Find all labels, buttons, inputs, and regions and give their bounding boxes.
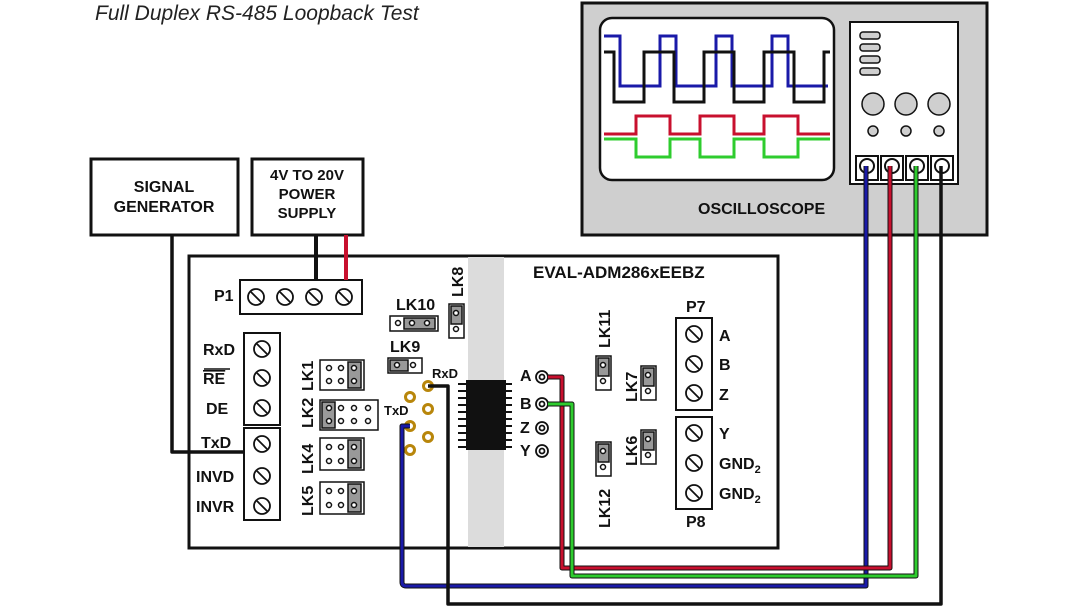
transceiver-ic [458, 380, 512, 450]
scope-knobs [861, 92, 951, 137]
txd-pad-label: TxD [384, 403, 409, 418]
signal-generator: SIGNAL GENERATOR [89, 157, 240, 237]
lk10-jumper [389, 315, 439, 332]
lk11-label: LK11 [597, 310, 614, 348]
p7-label: P7 [686, 299, 706, 316]
lk8-label: LK8 [450, 267, 467, 297]
oscilloscope-label: OSCILLOSCOPE [698, 201, 825, 218]
bus-label-b: B [520, 396, 532, 413]
rxd-pad-label: RxD [432, 366, 458, 381]
p7-pin-z: Z [719, 387, 729, 404]
lk1-label: LK1 [300, 361, 317, 391]
wire-green [548, 166, 918, 578]
power-supply-line1: 4V TO 20V [270, 167, 344, 184]
power-supply-line3: SUPPLY [278, 205, 337, 222]
lk6-jumper [640, 429, 657, 465]
left-screws [253, 340, 271, 515]
lk9-label: LK9 [390, 339, 420, 356]
scope-traces [604, 34, 830, 159]
lk2-label: LK2 [300, 398, 317, 428]
lk5-jumper [319, 481, 365, 515]
wires [170, 166, 943, 606]
pin-label-txd: TxD [201, 435, 231, 452]
p8-pin-y: Y [719, 426, 730, 443]
lk2-jumper [319, 399, 379, 431]
trace-green [604, 137, 830, 159]
lk12-label: LK12 [597, 489, 614, 528]
lk6-label: LK6 [624, 436, 641, 466]
oscilloscope: OSCILLOSCOPE [580, 1, 989, 237]
power-supply: 4V TO 20V POWER SUPPLY [250, 157, 365, 237]
board-name: EVAL-ADM286xEEBZ [533, 263, 705, 282]
lk7-label: LK7 [624, 372, 641, 402]
p7-pin-b: B [719, 357, 731, 374]
p1-label: P1 [214, 288, 234, 305]
bus-label-z: Z [520, 420, 530, 437]
lk12-jumper [595, 441, 612, 477]
bus-label-y: Y [520, 443, 531, 460]
lk9-jumper [387, 357, 423, 374]
wire-blue [400, 166, 868, 588]
wire-red [548, 166, 892, 570]
lk10-label: LK10 [396, 297, 435, 314]
pin-label-re: RE [203, 371, 226, 388]
trace-black [604, 50, 830, 104]
wire-black-scope [428, 166, 943, 606]
p8-pin-gnd-1: GND2 [719, 456, 761, 476]
lk7-jumper [640, 365, 657, 401]
p1-screws [247, 288, 353, 306]
bus-label-a: A [520, 368, 532, 385]
signal-generator-line1: SIGNAL [134, 179, 195, 196]
scope-buttons [859, 31, 881, 76]
p7-pin-a: A [719, 328, 731, 345]
p8-label: P8 [686, 514, 706, 531]
eval-board: EVAL-ADM286xEEBZ P1 RxD RE DE TxD INVD I… [187, 254, 780, 550]
lk8-jumper [448, 303, 465, 339]
wire-siggen-to-txd [170, 235, 244, 454]
signal-generator-line2: GENERATOR [114, 199, 215, 216]
pin-label-rxd: RxD [203, 342, 235, 359]
lk1-jumper [319, 359, 365, 391]
lk4-jumper [319, 437, 365, 471]
bus-test-points [535, 370, 549, 458]
trace-red [604, 114, 830, 136]
lk4-label: LK4 [300, 444, 317, 474]
pin-label-invr: INVR [196, 499, 235, 516]
lk5-label: LK5 [300, 486, 317, 516]
diagram-title: Full Duplex RS-485 Loopback Test [95, 2, 420, 25]
pin-label-invd: INVD [196, 469, 234, 486]
p7-p8-screws [685, 325, 703, 502]
pin-label-de: DE [206, 401, 229, 418]
p8-pin-gnd-2: GND2 [719, 486, 761, 506]
trace-blue [604, 34, 828, 88]
power-supply-line2: POWER [279, 186, 336, 203]
lk11-jumper [595, 355, 612, 391]
